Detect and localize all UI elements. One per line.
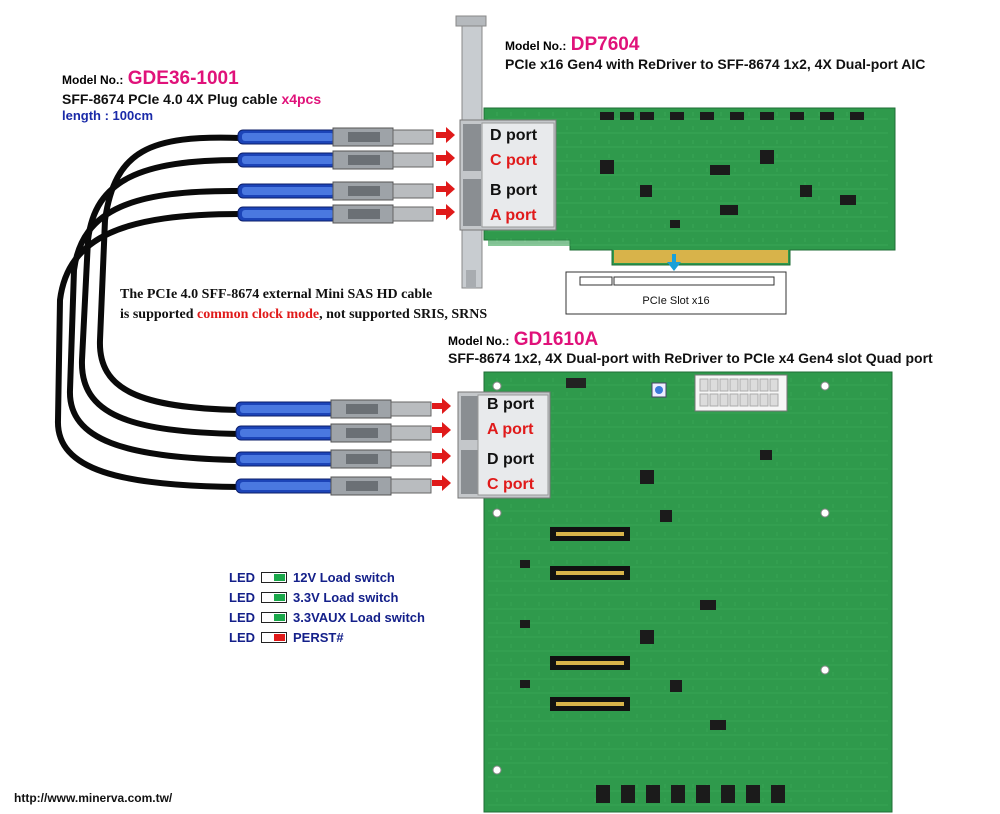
aic-model-label: Model No.: (505, 39, 567, 53)
aic-description: PCIe x16 Gen4 with ReDriver to SFF-8674 … (505, 56, 926, 72)
aic-port-a: A port (490, 207, 537, 224)
led-legend: LED 12V Load switch LED 3.3V Load switch… (229, 567, 425, 647)
aic-model-block: Model No.: DP7604 (505, 34, 639, 56)
aic-port-c: C port (490, 152, 538, 169)
led-indicator-icon (261, 591, 287, 603)
cable-qty: x4pcs (281, 91, 322, 107)
led-prefix: LED (229, 629, 255, 645)
cable-description: SFF-8674 PCIe 4.0 4X Plug cable x4pcs (62, 91, 321, 107)
aic-model-number: DP7604 (570, 34, 640, 55)
board-port-b: B port (487, 396, 535, 413)
led-label-3v3aux: 3.3VAUX Load switch (293, 609, 425, 625)
cable-model-label: Model No.: (62, 73, 124, 87)
board-description: SFF-8674 1x2, 4X Dual-port with ReDriver… (448, 350, 933, 366)
pcie-slot: PCIe Slot x16 (565, 254, 787, 315)
slot-label: PCIe Slot x16 (642, 295, 709, 307)
note-common-clock: common clock mode (197, 307, 320, 322)
led-prefix: LED (229, 609, 255, 625)
board-port-d: D port (487, 451, 535, 468)
cable-length: length : 100cm (62, 108, 154, 123)
bottom-cable-connectors (235, 399, 432, 496)
cable-model-number: GDE36-1001 (127, 68, 239, 89)
led-indicator-icon (261, 611, 287, 623)
top-cable-connectors (237, 127, 434, 224)
board-port-c: C port (487, 476, 535, 493)
note-line2-a: is supported (120, 307, 198, 322)
led-row-perst: LED PERST# (229, 627, 425, 647)
led-prefix: LED (229, 569, 255, 585)
led-row-12v: LED 12V Load switch (229, 567, 425, 587)
led-row-3v3aux: LED 3.3VAUX Load switch (229, 607, 425, 627)
note-line-1: The PCIe 4.0 SFF-8674 external Mini SAS … (120, 287, 433, 302)
note-line-2: is supported common clock mode, not supp… (120, 307, 487, 323)
note-line2-c: , not supported SRIS, SRNS (319, 307, 488, 322)
led-prefix: LED (229, 589, 255, 605)
aic-port-b: B port (490, 182, 538, 199)
aic-card (455, 15, 896, 289)
led-indicator-icon (261, 631, 287, 643)
led-indicator-icon (261, 571, 287, 583)
board-model-number: GD1610A (513, 329, 599, 350)
board-model-label: Model No.: (448, 334, 510, 348)
led-label-perst: PERST# (293, 629, 344, 645)
cable-model-block: Model No.: GDE36-1001 (62, 68, 239, 90)
cable-desc-main: SFF-8674 PCIe 4.0 4X Plug cable (62, 91, 282, 107)
board-port-a: A port (487, 421, 534, 438)
led-label-12v: 12V Load switch (293, 569, 395, 585)
led-label-3v3: 3.3V Load switch (293, 589, 399, 605)
website-link[interactable]: http://www.minerva.com.tw/ (14, 791, 173, 805)
cable-loops (54, 134, 243, 490)
led-row-3v3: LED 3.3V Load switch (229, 587, 425, 607)
arrow-icons (432, 127, 455, 491)
board-model-block: Model No.: GD1610A (448, 329, 598, 351)
aic-port-d: D port (490, 127, 538, 144)
gd1610a-board (457, 371, 893, 813)
